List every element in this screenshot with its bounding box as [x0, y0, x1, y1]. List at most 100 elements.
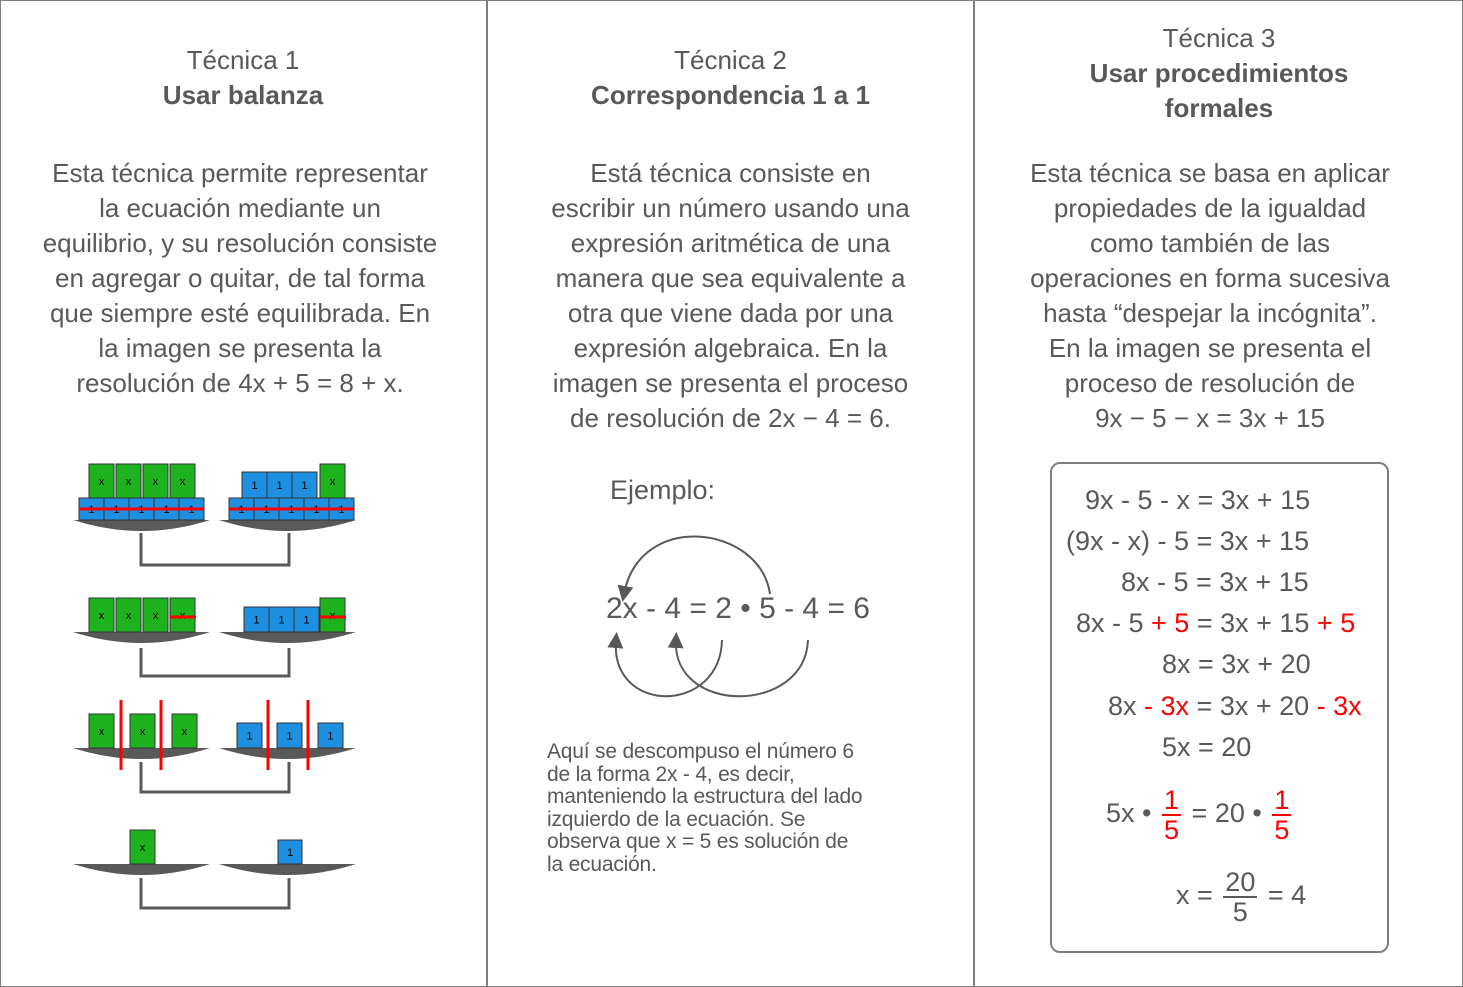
x-block-label: x: [126, 476, 132, 488]
scale-stand: [139, 648, 291, 678]
x-block-label: x: [99, 610, 105, 622]
desc-line: en agregar o quitar, de tal forma: [54, 263, 425, 293]
note-line: izquierdo de la ecuación. Se: [547, 807, 806, 831]
scale-pan: [219, 520, 356, 531]
technique1-name: Usar balanza: [162, 80, 324, 110]
unit-block: [268, 606, 295, 633]
step-9-right: = 4: [1267, 880, 1307, 911]
x-block: [129, 829, 156, 865]
step-3: 8x - 5 = 3x + 15: [1121, 567, 1309, 597]
desc-line: manera que sea equivalente a: [555, 263, 906, 293]
x-block-label: x: [153, 610, 159, 622]
scale-pan: [73, 748, 210, 759]
arrow-bottom-left: [607, 632, 723, 698]
desc-line: que siempre esté equilibrada. En: [49, 298, 431, 328]
unit-block: [277, 839, 303, 865]
desc-line: resolución de 4x + 5 = 8 + x.: [76, 368, 404, 398]
x-block: [129, 713, 156, 749]
desc-line: equilibrio, y su resolución consiste: [42, 228, 438, 258]
scale-pan: [219, 748, 356, 759]
desc-line: otra que viene dada por una: [567, 298, 894, 328]
technique3-description: Esta técnica se basa en aplicar propieda…: [975, 156, 1445, 436]
balance-scales-diagram: xxxx11111111x11111xxxx111xxxx111x1: [73, 463, 356, 910]
desc-line: hasta “despejar la incógnita”.: [1043, 298, 1377, 328]
note-line: Aquí se descompuso el número 6: [547, 740, 854, 763]
x-block-label: x: [182, 726, 188, 738]
x-block-label: x: [140, 842, 146, 854]
arrow-top: [617, 535, 771, 602]
step-6: 8x - 3x = 3x + 20 - 3x: [1108, 690, 1362, 722]
unit-block-label: 1: [253, 615, 259, 627]
x-block: [88, 713, 115, 749]
x-block-label: x: [99, 476, 105, 488]
step-5: 8x = 3x + 20: [1162, 649, 1311, 679]
step-4: 8x - 5 + 5 = 3x + 15 + 5: [1076, 607, 1355, 639]
unit-block-label: 1: [303, 615, 309, 627]
x-block: [88, 597, 115, 633]
step-8-left: 5x •: [1106, 798, 1152, 829]
desc-line: Esta técnica se basa en aplicar: [1030, 158, 1390, 188]
desc-line: la imagen se presenta la: [98, 333, 382, 363]
x-block: [319, 597, 346, 633]
column-divider-1: [486, 0, 488, 987]
technique2-header: Técnica 2 Correspondencia 1 a 1: [488, 43, 973, 113]
scale-pan: [219, 632, 356, 643]
x-block-label: x: [99, 726, 105, 738]
unit-block-label: 1: [286, 731, 292, 743]
step-1: 9x - 5 - x = 3x + 15: [1085, 485, 1311, 515]
unit-block: [236, 722, 263, 749]
step-6-mid: = 3x + 20: [1189, 691, 1317, 721]
desc-line: de resolución de 2x − 4 = 6.: [570, 403, 891, 433]
desc-line: operaciones en forma sucesiva: [1030, 263, 1390, 293]
step-8-right: = 20 •: [1191, 798, 1262, 829]
desc-line: escribir un número usando una: [551, 193, 910, 223]
technique3-number: Técnica 3: [1162, 23, 1276, 53]
unit-block: [293, 606, 320, 633]
technique3-name-line: Usar procedimientos: [1089, 58, 1349, 88]
unit-block: [317, 722, 344, 749]
unit-block-label: 1: [276, 480, 282, 492]
note-line: observa que x = 5 es solución de: [547, 830, 849, 853]
desc-line: expresión algebraica. En la: [573, 333, 888, 363]
unit-block: [241, 471, 268, 499]
step-6-sub-left: - 3x: [1144, 691, 1190, 721]
step-4-mid: = 3x + 15: [1189, 608, 1317, 638]
technique2-description: Está técnica consiste en escribir un núm…: [488, 156, 973, 436]
desc-line: Está técnica consiste en: [590, 158, 871, 188]
step-4-added-left: + 5: [1151, 608, 1190, 638]
unit-block: [291, 471, 318, 499]
unit-block-label: 1: [301, 480, 307, 492]
unit-block: [276, 722, 303, 749]
x-block-label: x: [180, 476, 186, 488]
x-block: [319, 463, 346, 499]
desc-line: En la imagen se presenta el: [1048, 333, 1372, 363]
note-line: manteniendo la estructura del lado: [547, 785, 863, 808]
x-block: [115, 597, 142, 633]
unit-block-label: 1: [287, 847, 293, 859]
technique1-description: Esta técnica permite representar la ecua…: [0, 156, 480, 401]
note-line: de la forma 2x - 4, es decir,: [547, 762, 795, 786]
step-4-left: 8x - 5: [1076, 608, 1152, 638]
unit-block-label: 1: [278, 615, 284, 627]
formal-steps-box: [1050, 462, 1389, 953]
desc-line: imagen se presenta el proceso: [552, 368, 909, 398]
step-6-sub-right: - 3x: [1316, 691, 1362, 721]
desc-line: Esta técnica permite representar: [52, 158, 428, 188]
step-6-left: 8x: [1108, 691, 1145, 721]
x-block-label: x: [330, 476, 336, 488]
technique3-name-line: formales: [1164, 93, 1274, 123]
scale-stand: [139, 762, 291, 794]
x-block-label: x: [140, 726, 146, 738]
technique3-header: Técnica 3 Usar procedimientos formales: [975, 21, 1463, 126]
x-block: [169, 597, 196, 633]
scale-pan: [73, 632, 210, 643]
step-2: (9x - x) - 5 = 3x + 15: [1066, 526, 1310, 556]
x-block-label: x: [126, 610, 132, 622]
desc-line: propiedades de la igualdad: [1053, 193, 1367, 223]
